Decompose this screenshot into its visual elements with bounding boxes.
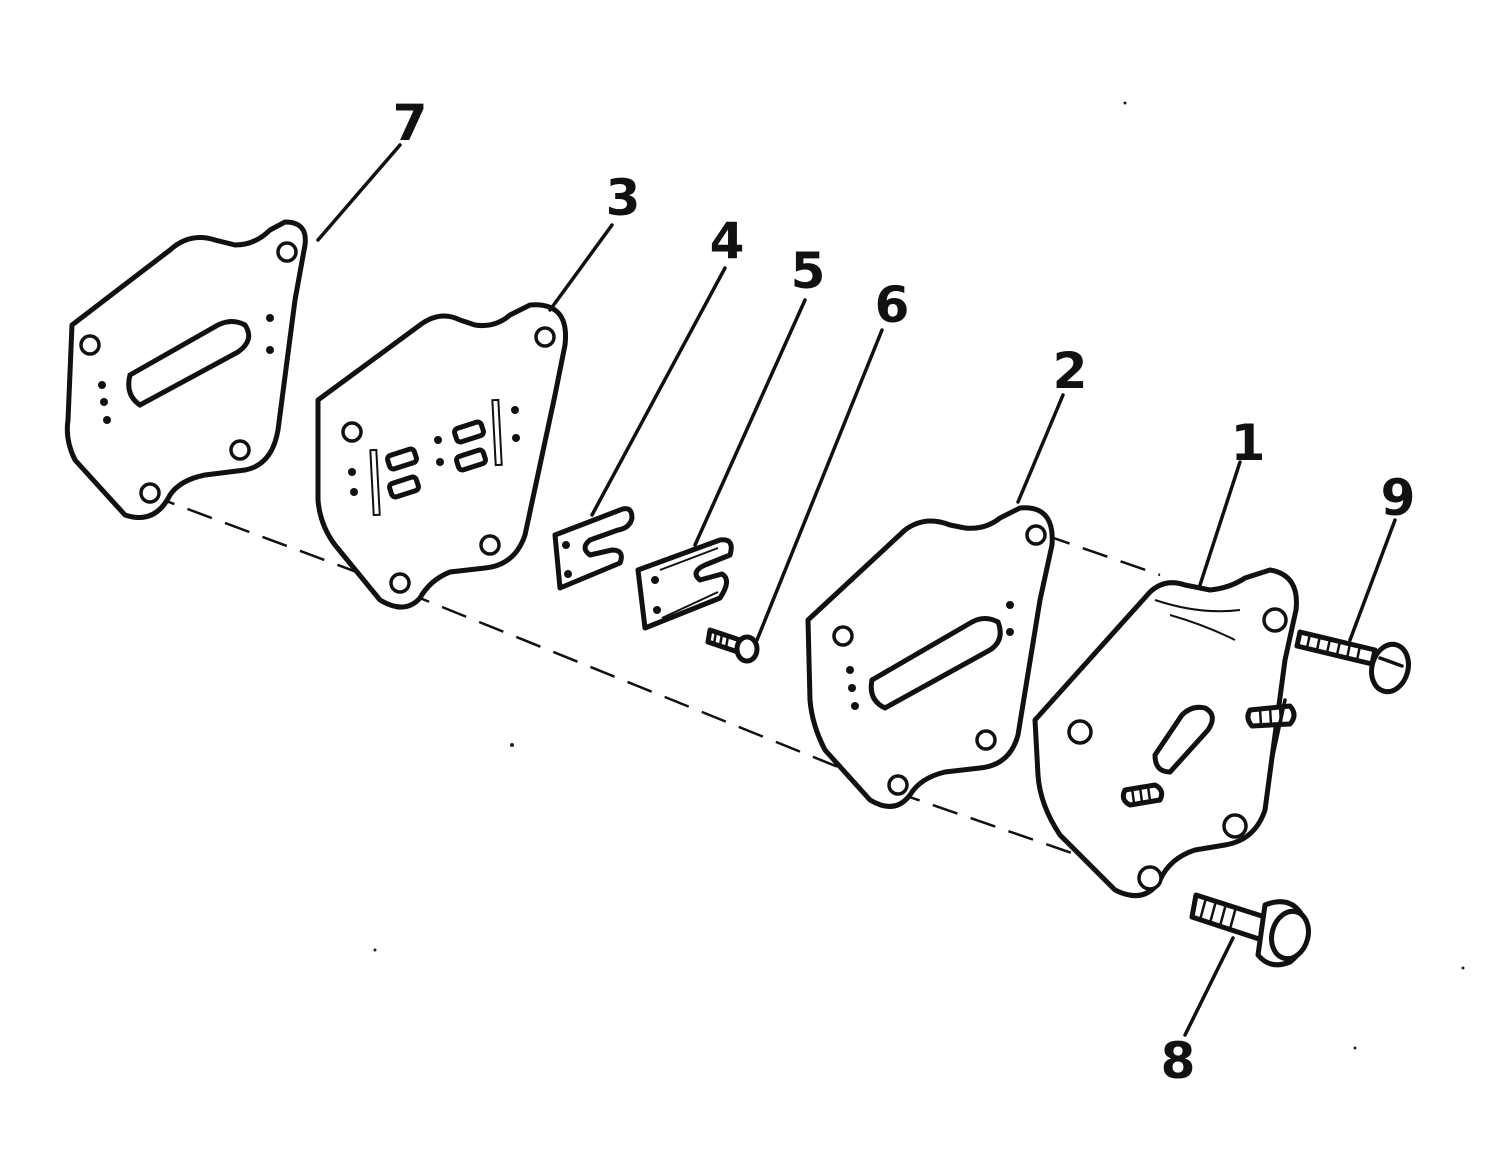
part-3-reed-plate — [315, 302, 569, 610]
leader-8 — [1183, 936, 1235, 1037]
leader-3 — [548, 223, 614, 312]
part-1-cover-plate — [1032, 567, 1299, 899]
leader-5 — [693, 298, 807, 547]
alignment-line-upper — [149, 493, 406, 592]
part-8-bolt — [1189, 892, 1311, 968]
callout-6: 6 — [875, 276, 910, 334]
leader-7 — [316, 143, 402, 242]
callout-1: 1 — [1231, 414, 1266, 472]
callout-3: 3 — [606, 169, 641, 227]
callout-7: 7 — [393, 94, 428, 152]
callout-5: 5 — [791, 242, 826, 300]
part-6-screw — [705, 627, 760, 664]
callout-2: 2 — [1053, 342, 1088, 400]
scan-specks — [373, 101, 1465, 1050]
alignment-line-right — [1044, 533, 1161, 577]
part-2-gasket — [805, 505, 1055, 809]
alignment-line-middle — [404, 590, 896, 792]
part-9-screw — [1294, 629, 1411, 695]
leader-lines — [316, 143, 1397, 1037]
callouts: 7 3 4 5 6 2 1 9 8 — [393, 94, 1416, 1090]
leader-9 — [1348, 518, 1397, 642]
leader-1 — [1198, 460, 1242, 587]
callout-4: 4 — [710, 212, 745, 270]
leader-pin — [1270, 698, 1287, 762]
leader-2 — [1016, 393, 1065, 504]
callout-9: 9 — [1381, 469, 1416, 527]
leader-6 — [755, 328, 884, 642]
part-4-reed — [552, 506, 635, 591]
part-7-gasket — [64, 219, 308, 520]
leader-4 — [590, 266, 727, 517]
part-5-reed-stop — [635, 537, 734, 631]
callout-8: 8 — [1161, 1032, 1196, 1090]
